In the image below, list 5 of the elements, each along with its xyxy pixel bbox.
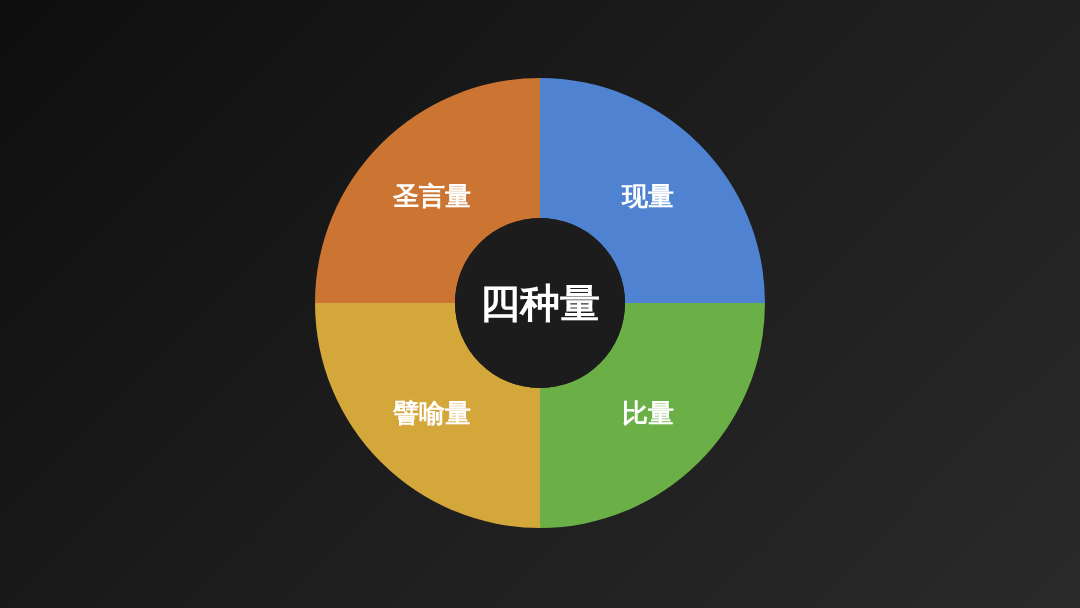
segment-label: 比量 [622, 396, 674, 430]
segment-label: 圣言量 [393, 179, 471, 213]
center-label: 四种量 [480, 277, 600, 328]
segment-label: 现量 [622, 179, 674, 213]
segment-label: 譬喻量 [393, 396, 471, 430]
